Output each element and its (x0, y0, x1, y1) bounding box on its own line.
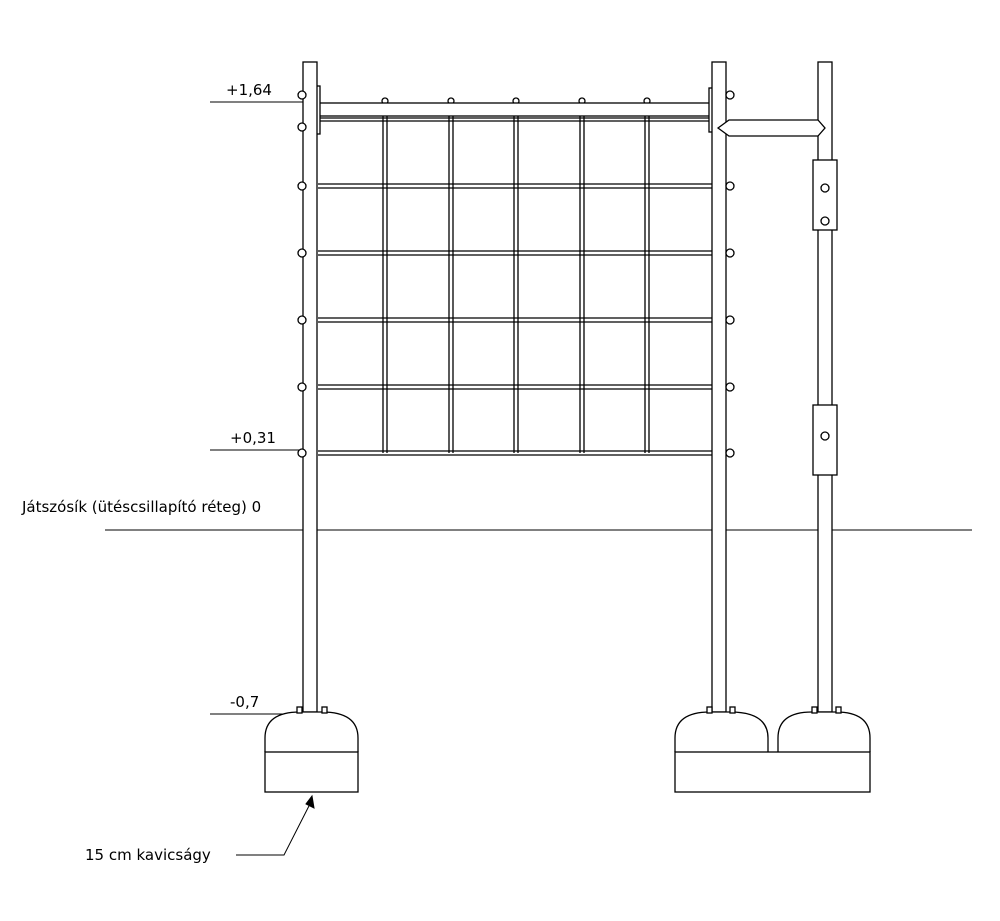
level-label-top: +1,64 (226, 81, 272, 99)
climbing-net (318, 97, 712, 456)
level-label-net-bottom: +0,31 (230, 429, 276, 447)
right-foundation (674, 706, 871, 793)
middle-post (711, 61, 735, 713)
net-vertical-ropes (382, 104, 650, 453)
level-label-foundation: -0,7 (230, 693, 259, 711)
play-surface-label: Játszósík (ütéscsillapító réteg) 0 (21, 498, 261, 516)
arrow-leader-icon (236, 799, 313, 856)
left-foundation (264, 706, 359, 793)
gravel-annotation: 15 cm kavicságy (85, 794, 315, 864)
gravel-bed-label: 15 cm kavicságy (85, 846, 211, 864)
net-horizontal-ropes (318, 117, 712, 456)
arrow-head-icon (305, 794, 315, 809)
side-beam (716, 119, 826, 137)
right-post (812, 61, 838, 713)
left-post (297, 61, 318, 713)
